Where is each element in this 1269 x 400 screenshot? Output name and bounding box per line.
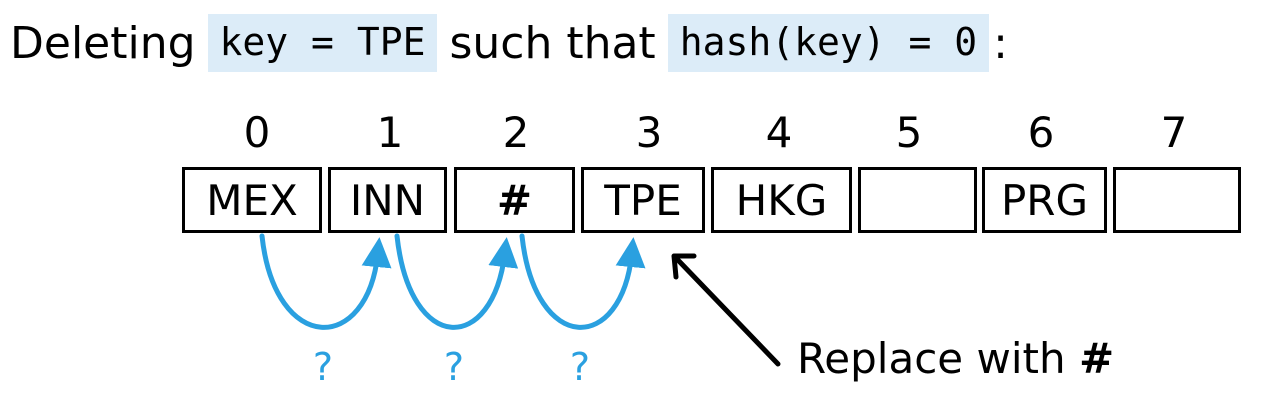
replace-annotation: Replace with # (797, 334, 1114, 383)
index-1: 1 (376, 108, 404, 157)
slot-7 (1113, 167, 1241, 233)
headline-suffix: : (993, 17, 1008, 69)
probe-label-2: ? (569, 345, 591, 389)
slot-5 (858, 167, 977, 233)
probe-arrow-0-to-1 (259, 233, 392, 330)
probe-arrow-1-to-2 (394, 233, 519, 330)
probe-label-0: ? (312, 345, 334, 389)
index-7: 7 (1160, 108, 1188, 157)
pointer-arrow (671, 253, 781, 367)
index-5: 5 (895, 108, 923, 157)
slot-1: INN (328, 167, 447, 233)
index-2: 2 (502, 108, 530, 157)
slot-4: HKG (711, 167, 852, 233)
slot-0: MEX (182, 167, 322, 233)
tombstone-mark: # (1078, 334, 1115, 383)
key-expression: key = TPE (207, 14, 438, 72)
replace-annotation-text: Replace with (797, 334, 1079, 383)
probe-label-1: ? (443, 345, 465, 389)
probe-arrow-2-to-3 (519, 233, 646, 330)
slot-3: TPE (581, 167, 705, 233)
slot-6: PRG (982, 167, 1107, 233)
index-3: 3 (635, 108, 663, 157)
slot-2: # (454, 167, 575, 233)
hash-expression: hash(key) = 0 (667, 14, 990, 72)
index-0: 0 (243, 108, 271, 157)
headline-prefix: Deleting (10, 17, 196, 69)
headline: Deleting key = TPE such that hash(key) =… (8, 10, 1008, 76)
index-6: 6 (1027, 108, 1055, 157)
index-4: 4 (765, 108, 793, 157)
headline-middle: such that (449, 17, 656, 69)
